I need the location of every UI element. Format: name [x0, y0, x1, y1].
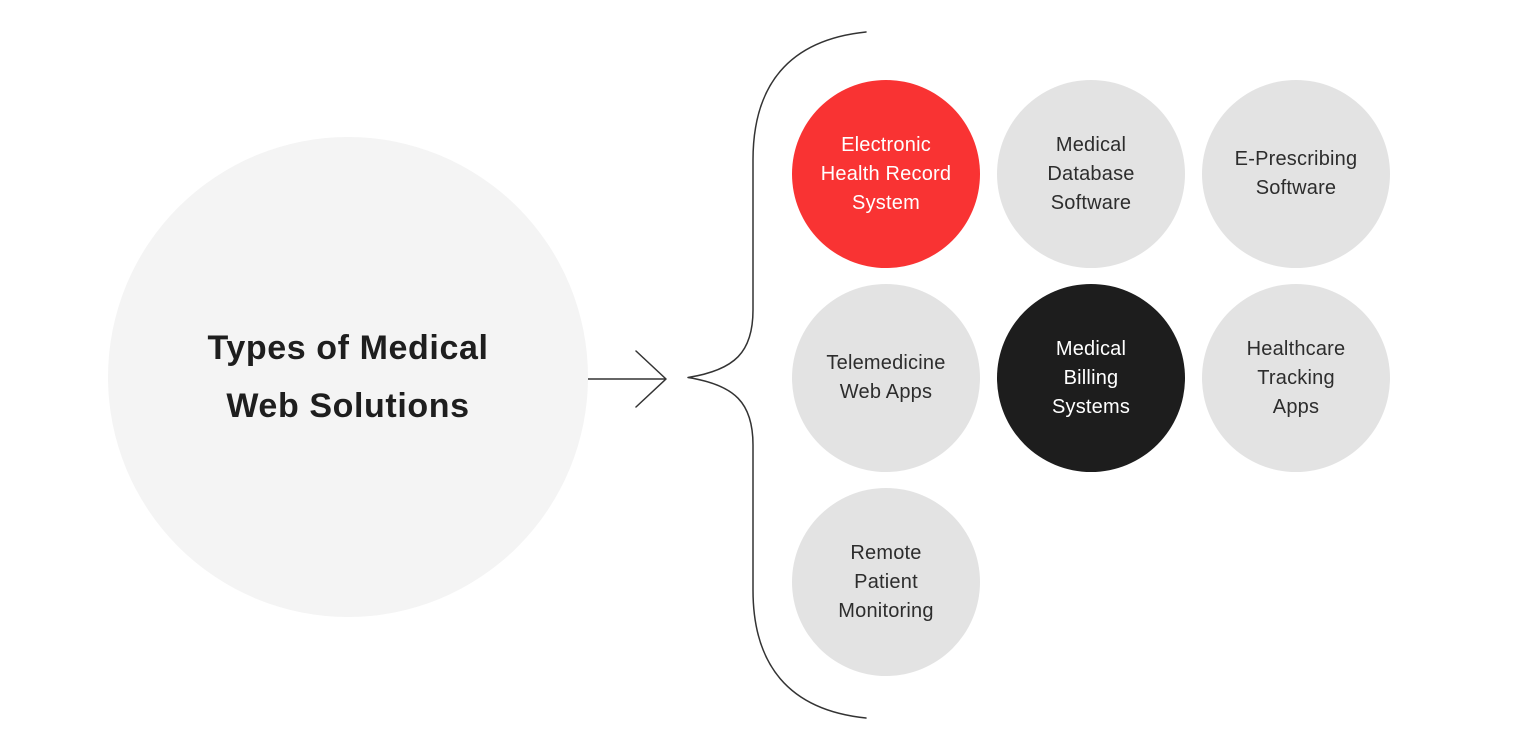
node-label-line: E-Prescribing	[1234, 148, 1358, 170]
node-label-line: Web Apps	[839, 381, 933, 403]
page-title-line2: Web Solutions	[226, 387, 470, 425]
node-remote-patient-monitoring: Remote Patient Monitoring	[792, 488, 980, 676]
node-label-line: Health Record	[820, 162, 952, 185]
node-label-line: Medical	[1055, 337, 1127, 360]
node-label-line: Healthcare	[1246, 337, 1346, 360]
node-label-line: Patient	[854, 570, 918, 593]
curly-brace-icon	[687, 31, 867, 719]
node-label-line: Medical	[1055, 133, 1127, 156]
node-label-line: Electronic	[841, 133, 931, 156]
node-electronic-health-record-system: Electronic Health Record System	[792, 80, 980, 268]
node-label-line: Remote	[850, 541, 922, 564]
node-medical-billing-systems: Medical Billing Systems	[997, 284, 1185, 472]
node-label-line: Tracking	[1257, 366, 1335, 389]
node-label-line: Software	[1050, 191, 1132, 214]
page-title-line1: Types of Medical	[207, 329, 489, 367]
root-topic-circle: Types of Medical Web Solutions	[108, 137, 588, 617]
node-label-line: Apps	[1272, 395, 1320, 418]
node-medical-database-software: Medical Database Software	[997, 80, 1185, 268]
node-label-line: Telemedicine	[826, 352, 946, 374]
node-label-line: Billing	[1063, 366, 1119, 389]
node-label-line: Monitoring	[838, 599, 934, 622]
node-telemedicine-web-apps: Telemedicine Web Apps	[792, 284, 980, 472]
node-healthcare-tracking-apps: Healthcare Tracking Apps	[1202, 284, 1390, 472]
node-label-line: Software	[1255, 177, 1337, 199]
node-label-line: System	[852, 191, 920, 214]
node-label-line: Systems	[1051, 395, 1131, 418]
node-label-line: Database	[1047, 162, 1135, 185]
node-e-prescribing-software: E-Prescribing Software	[1202, 80, 1390, 268]
